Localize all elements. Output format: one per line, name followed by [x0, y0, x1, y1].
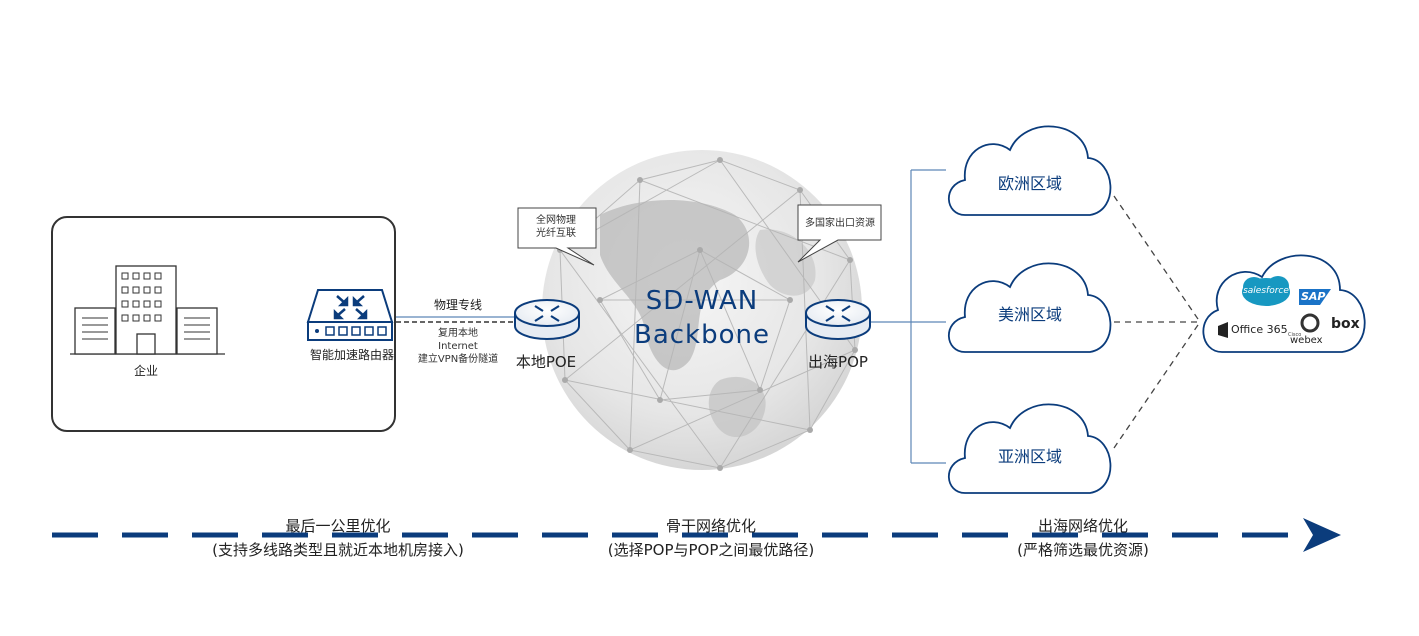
- cisco-webex-logo: [1300, 313, 1320, 333]
- enterprise-label: 企业: [133, 364, 159, 378]
- stage-outbound-title: 出海网络优化: [1037, 517, 1128, 535]
- stage-backbone-subtitle: (选择POP与POP之间最优路径): [607, 541, 815, 559]
- callout-left-text: 全网物理 光纤互联: [536, 214, 576, 240]
- cloud-asia: [948, 403, 1112, 494]
- local-poe-label: 本地POE: [515, 353, 577, 371]
- callout-right: [797, 204, 882, 263]
- stage-outbound: 出海网络优化 (严格筛选最优资源): [1017, 514, 1149, 562]
- internet-backup-line-1: 复用本地: [437, 328, 478, 339]
- stage-last-mile-subtitle: (支持多线路类型且就近本地机房接入): [212, 541, 464, 559]
- stage-arrow: [52, 518, 1341, 552]
- stage-last-mile: 最后一公里优化 (支持多线路类型且就近本地机房接入): [212, 514, 464, 562]
- router-icon: [306, 289, 394, 341]
- region-asia: 亚洲区域: [997, 447, 1063, 466]
- callout-left-line-2: 光纤互联: [536, 228, 576, 239]
- box-text: box: [1331, 316, 1360, 332]
- sap-logo: [1299, 289, 1331, 305]
- callout-left: [517, 207, 597, 266]
- backbone-line-2: Backbone: [633, 320, 771, 350]
- cloud-europe: [948, 125, 1112, 216]
- callout-right-text: 多国家出口资源: [805, 218, 875, 229]
- internet-backup-line-3: 建立VPN备份隧道: [417, 354, 499, 365]
- region-americas: 美洲区域: [997, 305, 1063, 324]
- globe: [542, 150, 862, 471]
- backbone-line-1: SD-WAN: [645, 286, 759, 316]
- exit-pop-icon: [805, 299, 871, 340]
- callout-left-line-1: 全网物理: [536, 215, 576, 226]
- router-poe-links: [396, 316, 517, 323]
- region-clouds: [948, 125, 1112, 494]
- dedicated-line-label: 物理专线: [433, 298, 483, 312]
- internet-backup-label: 复用本地 Internet 建立VPN备份隧道: [418, 327, 498, 366]
- webex-text: webex: [1290, 335, 1323, 346]
- sap-text: SAP: [1301, 290, 1326, 303]
- stage-backbone: 骨干网络优化 (选择POP与POP之间最优路径): [608, 514, 815, 562]
- stage-last-mile-title: 最后一公里优化: [285, 517, 391, 535]
- saas-cloud: [1202, 254, 1366, 353]
- office365-text: Office 365: [1231, 323, 1288, 336]
- pop-region-links: [870, 169, 946, 464]
- exit-pop-label: 出海POP: [808, 353, 868, 371]
- cloud-americas: [948, 262, 1112, 353]
- region-europe: 欧洲区域: [997, 174, 1063, 193]
- backbone-title: SD-WAN Backbone: [634, 284, 770, 352]
- building-icon: [70, 265, 225, 355]
- region-saas-links: [1113, 195, 1201, 449]
- office-logo: [1218, 322, 1228, 338]
- salesforce-text: salesforce: [1243, 286, 1289, 296]
- internet-backup-line-2: Internet: [438, 341, 478, 352]
- cisco-text: Cisco: [1288, 332, 1302, 338]
- salesforce-logo: [1242, 276, 1290, 306]
- stage-outbound-subtitle: (严格筛选最优资源): [1017, 541, 1149, 559]
- router-label: 智能加速路由器: [309, 348, 395, 362]
- stage-backbone-title: 骨干网络优化: [665, 517, 756, 535]
- local-poe-icon: [514, 299, 580, 340]
